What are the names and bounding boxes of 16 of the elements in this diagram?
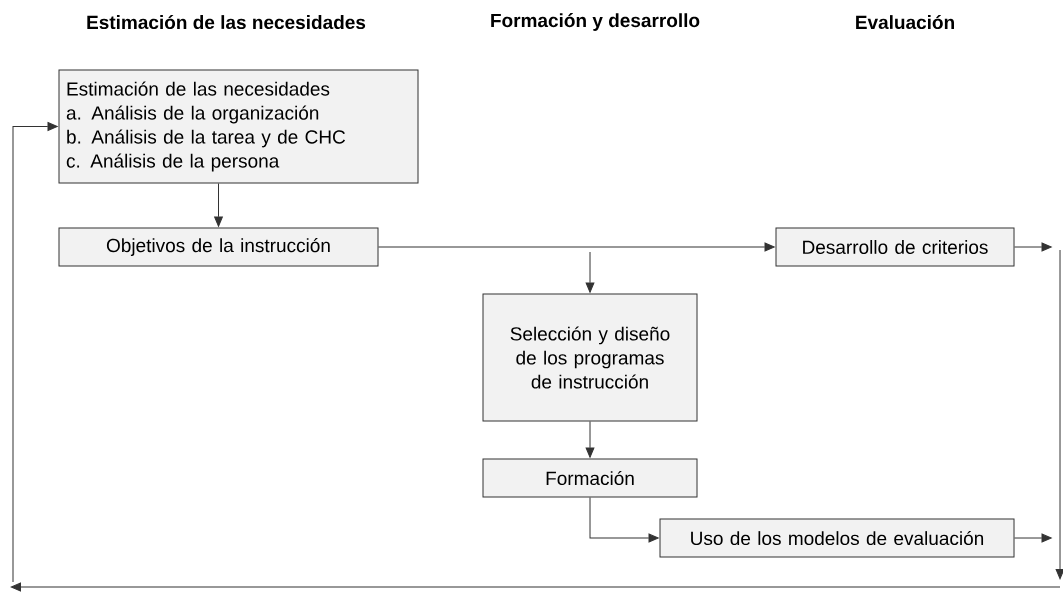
process-box: Objetivos de la instrucción [58, 227, 379, 267]
process-box: Formación [482, 458, 698, 498]
arrow [214, 183, 223, 227]
arrow [1014, 242, 1052, 252]
process-box: Desarrollo de criterios [775, 227, 1015, 267]
needs-box: Estimación de las necesidades a. Análisis de la organización b. Análisis de la tarea y de CHC c. Análisis de la persona [58, 69, 419, 184]
arrow [1014, 533, 1052, 543]
arrow [589, 497, 659, 543]
process-box: Uso de los modelos de evaluación [659, 518, 1015, 558]
process-box: Selección y diseño de los programas de instrucción [482, 293, 698, 422]
arrow [378, 242, 775, 252]
column-heading: Formación y desarrollo [491, 13, 700, 31]
arrow [585, 251, 595, 293]
arrow [585, 421, 595, 458]
column-heading: Evaluación [856, 14, 954, 30]
column-heading: Estimación de las necesidades [87, 14, 366, 30]
